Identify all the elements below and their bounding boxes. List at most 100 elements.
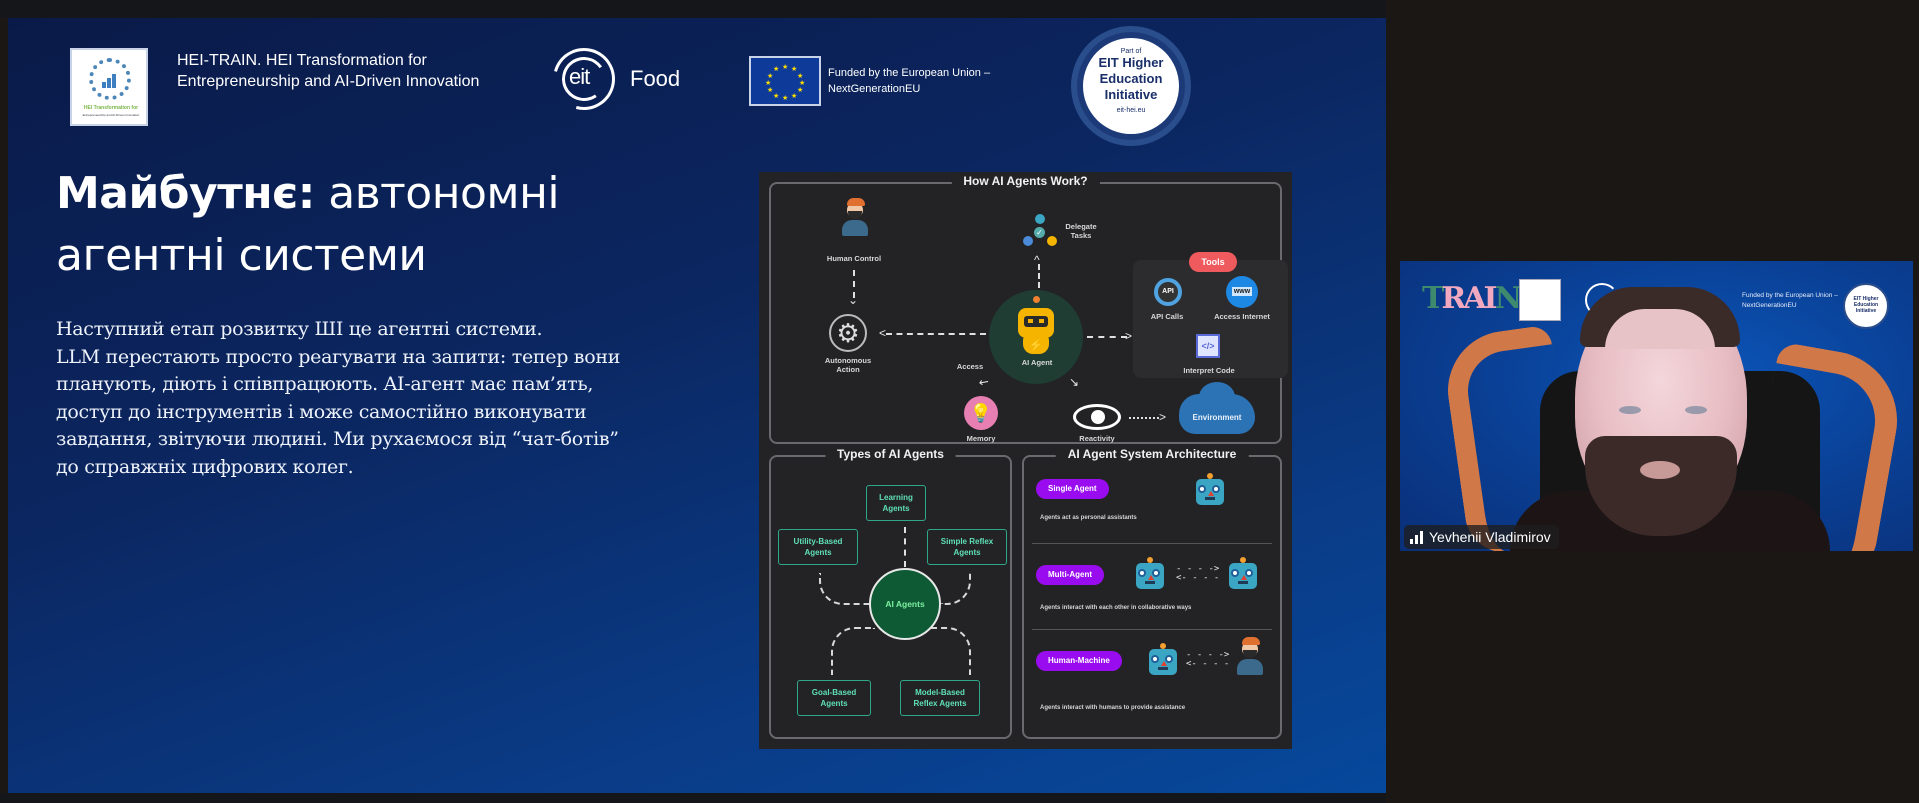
- eu-text-small: Funded by the European Union – NextGener…: [1742, 291, 1838, 311]
- human-icon: [1234, 635, 1264, 675]
- label-line: Agents: [953, 548, 981, 557]
- badge-url: eit-hei.eu: [1116, 107, 1146, 114]
- dashed-connector: [931, 627, 971, 675]
- dashed-connector: [886, 333, 986, 335]
- eu-text-line1: Funded by the European Union –: [828, 67, 991, 79]
- lightning-icon: ⚡: [1023, 336, 1049, 354]
- robot-icon: [1149, 643, 1177, 675]
- person-eye: [1619, 406, 1641, 414]
- label-line: Utility-Based: [793, 537, 843, 546]
- ai-agents-infographic: How AI Agents Work? Human Control ⌄ ⚙ Au…: [759, 172, 1292, 749]
- arrow-left: <- - - -: [1176, 573, 1220, 583]
- panel-title: AI Agent System Architecture: [1055, 447, 1249, 461]
- person-mouth: [1640, 461, 1680, 479]
- reactivity-label: Reactivity: [1079, 434, 1115, 443]
- multi-agent-desc: Agents interact with each other in colla…: [1040, 605, 1192, 611]
- label-line: Agents: [882, 504, 910, 513]
- panel-title: Types of AI Agents: [825, 447, 956, 461]
- label-line: Agents: [804, 548, 832, 557]
- ai-agents-center: AI Agents: [869, 568, 941, 640]
- signal-bars-icon: [1410, 530, 1423, 544]
- eit-hei-badge: Part of EIT Higher Education Initiative …: [1071, 26, 1191, 146]
- body-line: LLM перестають просто реагувати на запит…: [56, 345, 621, 368]
- hei-transformation-logo: HEI Transformation for Entrepreneurship …: [70, 48, 148, 126]
- interpret-code-label: Interpret Code: [1183, 366, 1235, 375]
- badge-line1: EIT Higher: [1098, 55, 1164, 70]
- label-line: Delegate: [1065, 222, 1097, 231]
- label-line: Autonomous: [824, 356, 872, 365]
- memory-brain-icon: 💡: [964, 396, 998, 430]
- dashed-connector: [904, 527, 906, 567]
- environment-cloud-icon: Environment: [1179, 382, 1255, 434]
- eu-flag-icon: ★ ★ ★ ★ ★ ★ ★ ★ ★ ★ ★ ★: [749, 56, 821, 106]
- body-line: Наступний етап розвитку ШІ це агентні си…: [56, 318, 543, 340]
- human-machine-pill: Human-Machine: [1036, 651, 1122, 671]
- badge-part-of: Part of: [1120, 48, 1142, 55]
- dashed-connector: [1087, 336, 1127, 338]
- person-beard: [1585, 436, 1737, 536]
- logo-ring-icon: [89, 58, 131, 100]
- label-line: Model-Based: [915, 688, 965, 697]
- access-label: Access: [956, 362, 984, 371]
- train-logo: TRAIN: [1422, 281, 1522, 316]
- label-line: Learning: [879, 493, 913, 502]
- slide-body: Наступний етап розвитку ШІ це агентні си…: [56, 316, 716, 481]
- body-line: доступ до інструментів і може самостійно…: [56, 400, 587, 423]
- project-title: HEI-TRAIN. HEI Transformation for Entrep…: [177, 50, 479, 92]
- eit-food-logo: eit Food: [541, 36, 680, 122]
- divider: [1032, 543, 1272, 544]
- code-glyph: </>: [1201, 341, 1215, 351]
- arrow-down-right-icon: ↘: [1069, 375, 1080, 389]
- dotted-connector: [1129, 417, 1159, 419]
- title-line2: агентні системи: [56, 230, 427, 281]
- exchange-arrows-icon: - - - -><- - - -: [1176, 565, 1219, 583]
- robot-antenna-icon: [1033, 296, 1040, 303]
- food-word: Food: [630, 66, 681, 91]
- hei-logo-small: [1519, 279, 1561, 321]
- robot-icon: [1136, 557, 1164, 589]
- api-calls-label: API Calls: [1150, 312, 1184, 321]
- body-line: завдання, звітуючи людині. Ми рухаємося …: [56, 428, 619, 450]
- eit-mark: eit: [569, 64, 590, 89]
- participant-name: Yevhenii Vladimirov: [1429, 529, 1551, 545]
- ai-agent-robot-icon: [1018, 308, 1054, 338]
- divider: [1032, 629, 1272, 630]
- eu-line1: Funded by the European Union –: [1742, 292, 1838, 299]
- exchange-arrows-icon: - - - -><- - - -: [1186, 651, 1229, 669]
- delegate-tasks-label: Delegate Tasks: [1061, 222, 1101, 240]
- logo-subcaption: Entrepreneurship and AI-Driven Innovatio…: [82, 113, 140, 117]
- delegate-tasks-icon: ✓: [1023, 214, 1057, 250]
- logo-caption: HEI Transformation for: [83, 105, 139, 111]
- robot-icon: [1229, 557, 1257, 589]
- how-ai-agents-work-panel: How AI Agents Work? Human Control ⌄ ⚙ Au…: [769, 174, 1288, 444]
- arrow-left-icon: <: [879, 326, 887, 340]
- panel-title: How AI Agents Work?: [951, 174, 1100, 188]
- tools-badge: Tools: [1189, 252, 1237, 272]
- person-eye: [1685, 406, 1707, 414]
- label-line: Reflex Agents: [913, 699, 967, 708]
- dashed-connector: [1038, 264, 1040, 288]
- dashed-connector: [941, 573, 971, 605]
- arrow-left: <- - - -: [1186, 659, 1230, 669]
- arrow-right-icon: >: [1125, 329, 1133, 343]
- hei-badge-small: EIT Higher Education Initiative: [1843, 283, 1889, 329]
- globe-icon: www: [1226, 276, 1258, 308]
- bottom-bar: [0, 793, 1386, 803]
- arrow-up-icon: ^: [1034, 253, 1040, 267]
- label-line: Agents: [820, 699, 848, 708]
- title-rest: автономні: [314, 168, 560, 219]
- dashed-connector: [831, 627, 875, 675]
- api-gear-icon: API: [1154, 278, 1182, 306]
- dashed-connector: [853, 270, 855, 298]
- access-internet-label: Access Internet: [1214, 312, 1270, 321]
- top-bar: [0, 0, 1386, 18]
- eu-line2: NextGenerationEU: [1742, 302, 1797, 309]
- project-title-line1: HEI-TRAIN. HEI Transformation for: [177, 52, 427, 69]
- arrow-right: - - - ->: [1176, 564, 1220, 574]
- participant-video-tile[interactable]: TRAIN Funded by the European Union – Nex…: [1400, 261, 1913, 551]
- gear-icon: ⚙: [829, 314, 867, 352]
